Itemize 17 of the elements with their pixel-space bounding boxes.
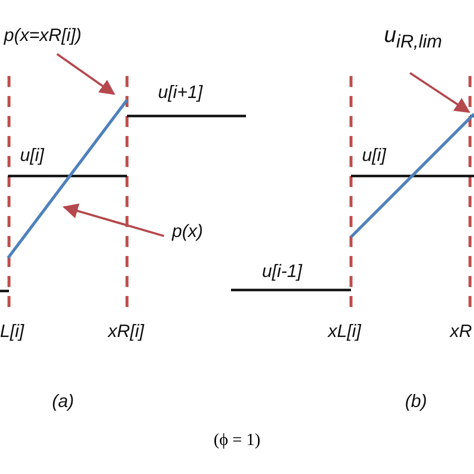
curve-label: u[i-1] <box>262 262 302 280</box>
axis-label: xL[i] <box>328 322 362 340</box>
axis-label: L[i] <box>0 322 24 340</box>
leader-label: u$_{iR,lim}$ <box>384 24 442 51</box>
leader-line <box>409 72 470 113</box>
leader-label: p(x) <box>172 222 203 240</box>
curve-label: u[i+1] <box>158 83 203 101</box>
curve-label: u[i] <box>20 146 44 164</box>
leader-label: p(x=xR[i]) <box>4 26 82 44</box>
axis-label: xR <box>450 322 472 340</box>
caption: (ϕ = 1) <box>212 430 262 450</box>
leader-line <box>56 53 116 95</box>
leader-line <box>62 203 164 238</box>
axis-label: xR[i] <box>108 322 144 340</box>
panel-label: (b) <box>405 392 427 410</box>
curve-label: u[i] <box>362 146 386 164</box>
panel-label: (a) <box>52 392 74 410</box>
